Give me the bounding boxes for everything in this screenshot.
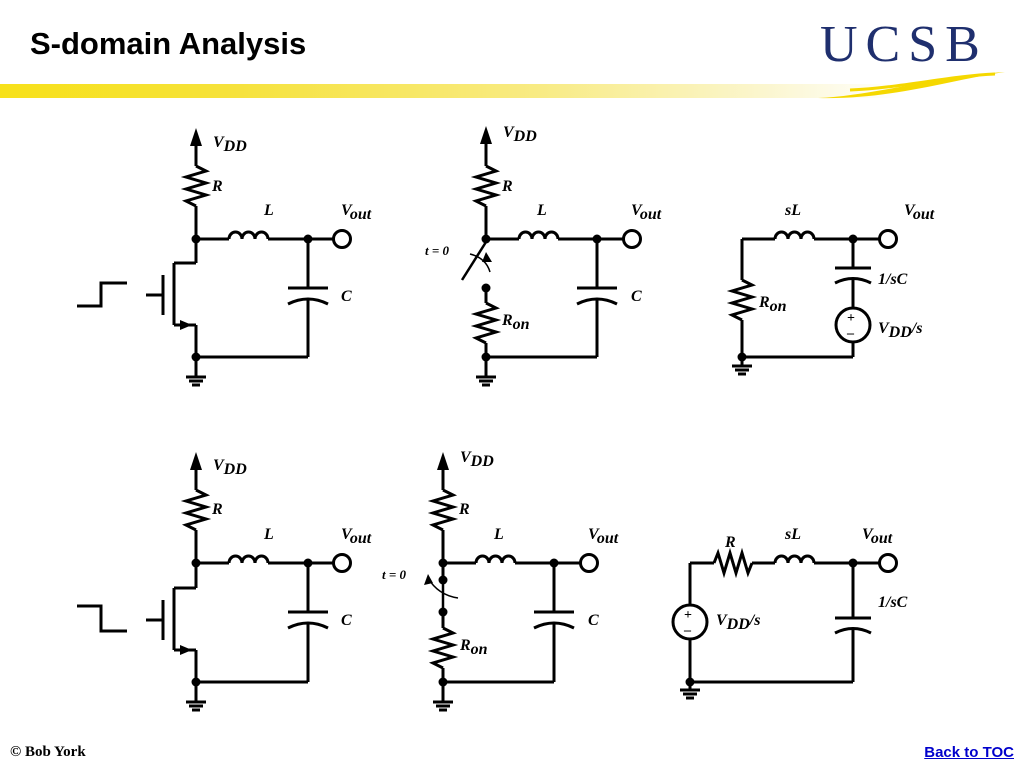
- resistor-r: [180, 488, 212, 532]
- svg-text:L: L: [263, 526, 274, 543]
- svg-text:Vout: Vout: [904, 202, 935, 223]
- resistor-r: [712, 547, 754, 579]
- svg-text:L: L: [493, 526, 504, 543]
- svg-text:VDD: VDD: [460, 449, 494, 470]
- vout-terminal: [332, 229, 352, 249]
- back-to-toc-link[interactable]: Back to TOC: [924, 744, 1014, 761]
- circuit-s-domain-opening: + – R sL Vout 1/sC VDD/s: [671, 526, 908, 700]
- circuit-switch-opening: VDD R L Vout C t = 0 Ron: [382, 449, 619, 712]
- vout-terminal: [579, 553, 599, 573]
- title-underline-stripe: [0, 84, 900, 98]
- svg-text:Vout: Vout: [341, 202, 372, 223]
- svg-text:+: +: [684, 608, 692, 623]
- svg-text:L: L: [263, 202, 274, 219]
- ucsb-logo-text: UCSB: [820, 16, 988, 73]
- svg-text:+: +: [847, 311, 855, 326]
- ground-icon: [186, 700, 206, 712]
- vout-terminal: [332, 553, 352, 573]
- svg-text:R: R: [211, 178, 223, 195]
- svg-text:C: C: [341, 288, 352, 305]
- svg-text:–: –: [846, 326, 855, 341]
- ground-icon: [433, 700, 453, 712]
- step-input-down: [77, 604, 127, 633]
- step-input-up: [77, 281, 127, 308]
- svg-text:Vout: Vout: [862, 526, 893, 547]
- svg-text:Vout: Vout: [631, 202, 662, 223]
- ground-icon: [186, 375, 206, 387]
- svg-text:Ron: Ron: [459, 637, 488, 658]
- svg-text:VDD: VDD: [503, 124, 537, 145]
- svg-text:VDD/s: VDD/s: [878, 320, 922, 341]
- inductor-sl: [773, 230, 816, 240]
- resistor-r: [470, 164, 502, 208]
- svg-text:Ron: Ron: [501, 312, 530, 333]
- copyright-text: © Bob York: [10, 744, 86, 760]
- svg-text:1/sC: 1/sC: [878, 594, 908, 611]
- resistor-r: [180, 164, 212, 208]
- svg-text:Vout: Vout: [588, 526, 619, 547]
- slide-title: S-domain Analysis: [30, 26, 307, 61]
- svg-text:1/sC: 1/sC: [878, 271, 908, 288]
- svg-text:VDD/s: VDD/s: [716, 612, 760, 633]
- inductor-l: [474, 554, 517, 564]
- circuit-mosfet-step-up: VDD R L Vout C: [77, 128, 372, 387]
- svg-text:sL: sL: [784, 202, 801, 219]
- svg-text:L: L: [536, 202, 547, 219]
- vout-terminal: [878, 553, 898, 573]
- switch-blade: [460, 241, 488, 281]
- svg-text:C: C: [631, 288, 642, 305]
- ground-icon: [732, 364, 752, 376]
- svg-text:Ron: Ron: [758, 294, 787, 315]
- svg-text:t = 0: t = 0: [425, 243, 450, 258]
- svg-text:t = 0: t = 0: [382, 567, 407, 582]
- svg-text:Vout: Vout: [341, 526, 372, 547]
- resistor-ron: [470, 301, 502, 345]
- resistor-r: [427, 488, 459, 532]
- ground-icon: [680, 688, 700, 700]
- circuit-switch-closing: VDD R L Vout C t = 0 Ron: [425, 124, 662, 387]
- svg-text:–: –: [683, 623, 692, 638]
- svg-text:C: C: [588, 612, 599, 629]
- svg-text:VDD: VDD: [213, 134, 247, 155]
- inductor-l: [227, 554, 270, 564]
- inductor-l: [517, 230, 560, 240]
- svg-text:sL: sL: [784, 526, 801, 543]
- inductor-l: [227, 230, 270, 240]
- vout-terminal: [878, 229, 898, 249]
- ucsb-swoosh-icon: [818, 72, 1005, 99]
- svg-text:VDD: VDD: [213, 457, 247, 478]
- svg-text:R: R: [211, 501, 223, 518]
- resistor-ron: [726, 278, 758, 322]
- resistor-ron: [427, 626, 459, 670]
- svg-text:R: R: [458, 501, 470, 518]
- ucsb-logo: UCSB: [810, 14, 1010, 100]
- svg-text:R: R: [501, 178, 513, 195]
- circuit-mosfet-step-down: VDD R L Vout C: [77, 452, 372, 712]
- vout-terminal: [622, 229, 642, 249]
- svg-text:C: C: [341, 612, 352, 629]
- circuit-s-domain-closing: + – sL Vout 1/sC Ron VDD/s: [726, 202, 935, 376]
- svg-text:R: R: [724, 534, 736, 551]
- inductor-sl: [773, 554, 816, 564]
- ground-icon: [476, 375, 496, 387]
